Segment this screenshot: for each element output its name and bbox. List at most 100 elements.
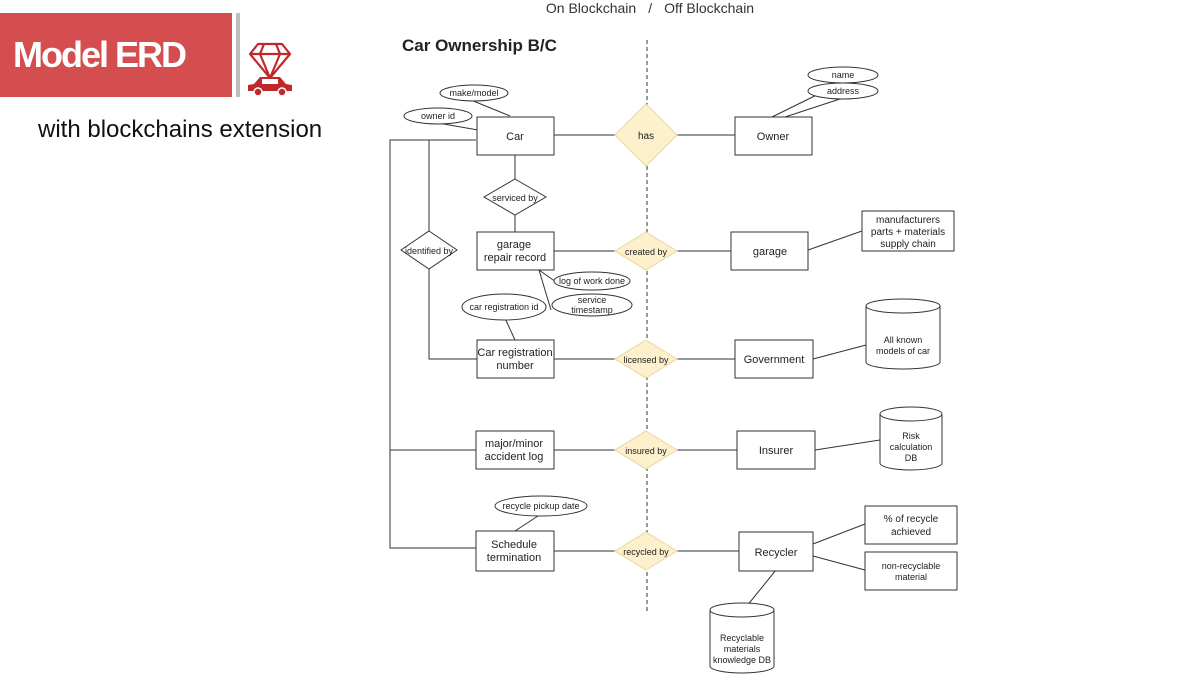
svg-text:identified by: identified by (405, 246, 454, 256)
svg-text:service: service (578, 295, 607, 305)
svg-text:materials: materials (724, 644, 761, 654)
svg-text:has: has (638, 131, 654, 142)
edge (428, 269, 478, 360)
svg-text:DB: DB (905, 453, 918, 463)
svg-text:Car registration: Car registration (477, 347, 552, 359)
svg-text:models of car: models of car (876, 346, 930, 356)
on-blockchain-label: On Blockchain (545, 0, 637, 16)
svg-text:% of recycle: % of recycle (884, 514, 939, 525)
svg-text:Recyclable: Recyclable (720, 633, 764, 643)
svg-text:All known: All known (884, 335, 923, 345)
svg-text:garage: garage (753, 246, 787, 258)
attributes: make/model owner id name address log of … (403, 66, 879, 517)
entity-accident-log: major/minor accident log (475, 430, 555, 470)
attribute-name: name (807, 66, 879, 84)
svg-text:licensed by: licensed by (623, 355, 669, 365)
svg-text:major/minor: major/minor (485, 438, 543, 450)
database-known-models: All known models of car (865, 298, 941, 370)
entity-owner: Owner (734, 116, 813, 156)
svg-text:achieved: achieved (891, 527, 931, 538)
entity-insurer: Insurer (736, 430, 816, 470)
off-blockchain-label: Off Blockchain (664, 0, 755, 16)
entity-car-registration-number: Car registration number (476, 339, 555, 379)
svg-text:serviced by: serviced by (492, 193, 538, 203)
attribute-recycle-pickup-date: recycle pickup date (494, 495, 588, 517)
entity-garage: garage (730, 231, 809, 271)
svg-text:insured by: insured by (625, 446, 667, 456)
svg-text:Risk: Risk (902, 431, 920, 441)
svg-text:knowledge DB: knowledge DB (713, 655, 771, 665)
relationship-licensed-by: licensed by (614, 339, 678, 379)
attribute-log-of-work-done: log of work done (553, 271, 631, 291)
attribute-make-model: make/model (439, 84, 509, 102)
database-risk-calculation: Risk calculation DB (879, 406, 943, 471)
svg-text:address: address (827, 86, 860, 96)
svg-text:owner id: owner id (421, 111, 455, 121)
svg-text:Insurer: Insurer (759, 445, 794, 457)
svg-text:created by: created by (625, 247, 668, 257)
relationship-serviced-by: serviced by (483, 178, 547, 216)
svg-text:log of work done: log of work done (559, 276, 625, 286)
attribute-owner-id: owner id (403, 107, 473, 125)
svg-text:parts + materials: parts + materials (871, 227, 945, 238)
edge (538, 269, 557, 283)
relationship-recycled-by: recycled by (614, 531, 678, 571)
edge (814, 439, 881, 451)
edge (428, 139, 476, 231)
edge (514, 513, 542, 532)
edge (812, 344, 867, 360)
attribute-car-registration-id: car registration id (461, 293, 547, 321)
edge (784, 97, 844, 118)
edge (812, 523, 866, 545)
svg-text:car registration id: car registration id (469, 302, 538, 312)
svg-text:recycle pickup date: recycle pickup date (502, 501, 579, 511)
title-divider (236, 13, 240, 97)
svg-text:Government: Government (744, 354, 805, 366)
edge (389, 450, 476, 549)
svg-text:material: material (895, 572, 927, 582)
header-separator: / (648, 0, 653, 16)
entity-car: Car (476, 116, 555, 156)
svg-text:timestamp: timestamp (571, 305, 613, 315)
svg-text:accident log: accident log (485, 451, 544, 463)
entity-manufacturers-supply-chain: manufacturers parts + materials supply c… (861, 210, 955, 252)
edge (807, 230, 863, 251)
entity-recycle-achieved: % of recycle achieved (864, 505, 958, 545)
svg-text:name: name (832, 70, 855, 80)
database-recyclable-materials: Recyclable materials knowledge DB (709, 602, 775, 674)
svg-text:Recycler: Recycler (755, 547, 798, 559)
svg-text:Owner: Owner (757, 131, 790, 143)
entity-garage-repair-record: garage repair record (476, 231, 555, 271)
relationship-insured-by: insured by (614, 430, 678, 470)
entity-schedule-termination: Schedule termination (475, 530, 555, 572)
edge (812, 555, 866, 571)
diamond-car-icon (248, 42, 292, 96)
svg-text:non-recyclable: non-recyclable (882, 561, 941, 571)
slide-title: Model ERD (0, 13, 232, 97)
entity-recycler: Recycler (738, 531, 814, 572)
edge (389, 139, 476, 451)
svg-text:number: number (496, 360, 534, 372)
relationship-has: has (614, 103, 678, 167)
databases: All known models of car Risk calculation… (709, 298, 943, 674)
svg-text:manufacturers: manufacturers (876, 215, 940, 226)
attribute-address: address (807, 82, 879, 100)
svg-text:make/model: make/model (449, 88, 498, 98)
entities: Car garage repair record Car registratio… (475, 116, 958, 591)
relationship-identified-by: identified by (400, 230, 458, 270)
relationship-diamonds: has serviced by identified by created by… (400, 103, 678, 571)
relationship-created-by: created by (614, 231, 678, 271)
svg-text:Car: Car (506, 131, 524, 143)
svg-text:termination: termination (487, 552, 541, 564)
svg-text:repair record: repair record (484, 252, 546, 264)
edge (538, 269, 552, 311)
attribute-service-timestamp: service timestamp (551, 293, 633, 317)
svg-text:calculation: calculation (890, 442, 933, 452)
svg-text:recycled by: recycled by (623, 547, 669, 557)
entity-government: Government (734, 339, 814, 379)
svg-text:supply chain: supply chain (880, 239, 936, 250)
diagram-title: Car Ownership B/C (402, 36, 557, 55)
slide-subtitle: with blockchains extension (38, 116, 323, 143)
entity-non-recyclable-material: non-recyclable material (864, 551, 958, 591)
